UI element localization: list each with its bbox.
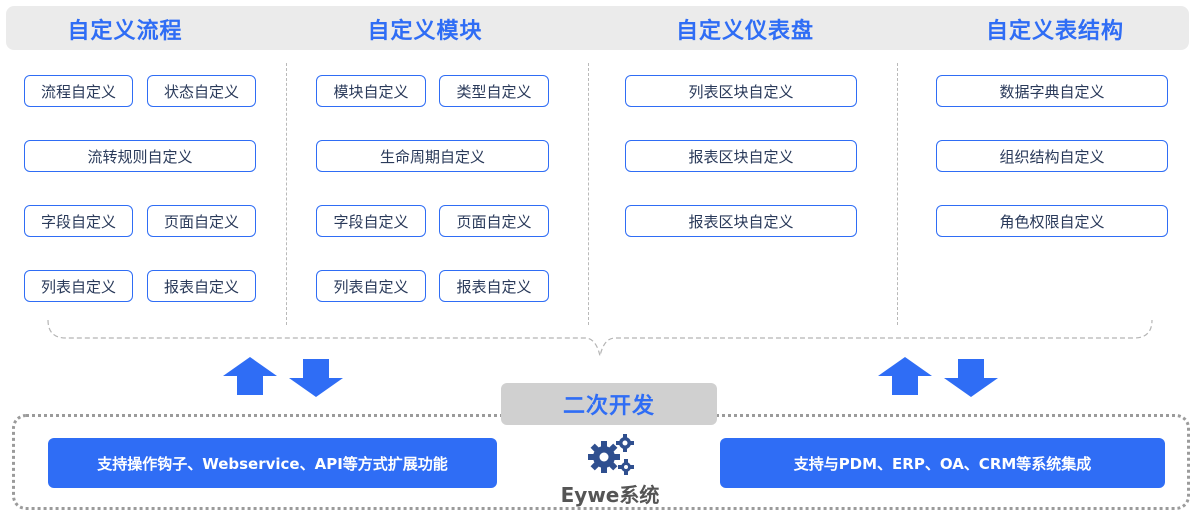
item-field-custom: 字段自定义 — [24, 205, 133, 237]
item-module-custom: 模块自定义 — [316, 75, 426, 107]
item-page-custom: 页面自定义 — [439, 205, 549, 237]
up-arrow-icon — [878, 357, 932, 395]
item-report-custom: 报表自定义 — [439, 270, 549, 302]
extension-feature-box: 支持操作钩子、Webservice、API等方式扩展功能 — [48, 438, 497, 488]
item-field-custom: 字段自定义 — [316, 205, 426, 237]
item-status-custom: 状态自定义 — [147, 75, 256, 107]
header-bar — [6, 6, 1189, 50]
item-lifecycle-custom: 生命周期自定义 — [316, 140, 549, 172]
column-title-process: 自定义流程 — [67, 19, 183, 44]
item-org-structure-custom: 组织结构自定义 — [936, 140, 1168, 172]
column-title-dashboard: 自定义仪表盘 — [675, 19, 814, 44]
column-title-module: 自定义模块 — [367, 19, 483, 44]
item-page-custom: 页面自定义 — [147, 205, 256, 237]
item-report-custom: 报表自定义 — [147, 270, 256, 302]
item-type-custom: 类型自定义 — [439, 75, 549, 107]
system-name: Eywe系统 — [560, 483, 660, 507]
column-title-table-structure: 自定义表结构 — [985, 19, 1124, 44]
item-list-block-custom: 列表区块自定义 — [625, 75, 857, 107]
item-list-custom: 列表自定义 — [24, 270, 133, 302]
item-flow-rule-custom: 流转规则自定义 — [24, 140, 256, 172]
item-list-custom: 列表自定义 — [316, 270, 426, 302]
column-divider — [897, 63, 898, 325]
item-report-block-custom: 报表区块自定义 — [625, 140, 857, 172]
item-process-custom: 流程自定义 — [24, 75, 133, 107]
column-divider — [286, 63, 287, 325]
gear-icon — [588, 434, 634, 475]
up-arrow-icon — [223, 357, 277, 395]
integration-feature-box: 支持与PDM、ERP、OA、CRM等系统集成 — [720, 438, 1165, 488]
column-divider — [588, 63, 589, 325]
item-report-block-custom: 报表区块自定义 — [625, 205, 857, 237]
secondary-development-label: 二次开发 — [501, 383, 717, 425]
item-data-dictionary-custom: 数据字典自定义 — [936, 75, 1168, 107]
item-role-permission-custom: 角色权限自定义 — [936, 205, 1168, 237]
down-arrow-icon — [944, 359, 998, 397]
down-arrow-icon — [289, 359, 343, 397]
